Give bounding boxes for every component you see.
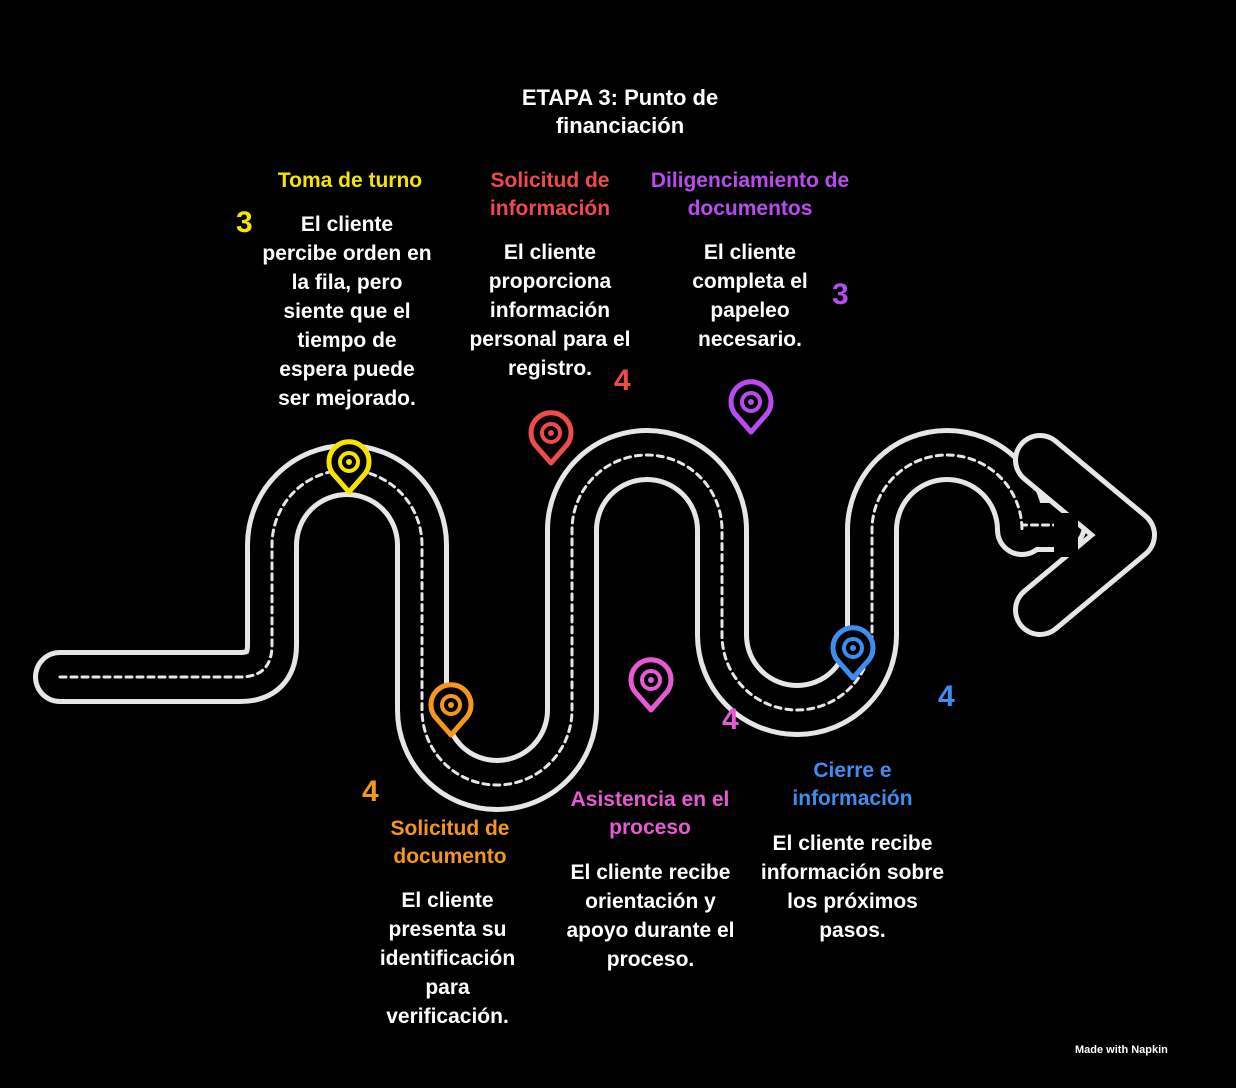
napkin-credit: Made with Napkin — [1075, 1044, 1168, 1056]
step-1-score: 3 — [236, 206, 253, 240]
step-6-score: 4 — [938, 680, 955, 714]
step-5-description: El cliente completa el papeleo necesario… — [670, 238, 830, 354]
step-5-score: 3 — [832, 278, 849, 312]
step-4-score: 4 — [722, 703, 739, 737]
step-5-heading: Diligenciamiento de documentos — [650, 167, 850, 223]
step-4-pin-icon — [631, 660, 671, 710]
step-6-heading: Cierre e información — [770, 757, 935, 813]
step-1-description: El cliente percibe orden en la fila, per… — [262, 210, 432, 413]
step-3-pin-icon — [531, 413, 571, 463]
road — [60, 445, 1060, 785]
step-3-score: 4 — [614, 364, 631, 398]
step-4-description: El cliente recibe orientación y apoyo du… — [558, 858, 743, 974]
step-1-heading: Toma de turno — [250, 167, 450, 195]
step-2-score: 4 — [362, 775, 379, 809]
step-6-description: El cliente recibe información sobre los … — [760, 829, 945, 945]
stage-title: ETAPA 3: Punto de financiación — [470, 84, 770, 140]
step-5-pin-icon — [731, 382, 771, 432]
step-2-description: El cliente presenta su identificación pa… — [365, 886, 530, 1031]
step-3-description: El cliente proporciona información perso… — [465, 238, 635, 383]
road-inner — [60, 455, 1060, 785]
step-4-heading: Asistencia en el proceso — [560, 786, 740, 842]
step-2-heading: Solicitud de documento — [370, 815, 530, 871]
step-3-heading: Solicitud de información — [470, 167, 630, 223]
